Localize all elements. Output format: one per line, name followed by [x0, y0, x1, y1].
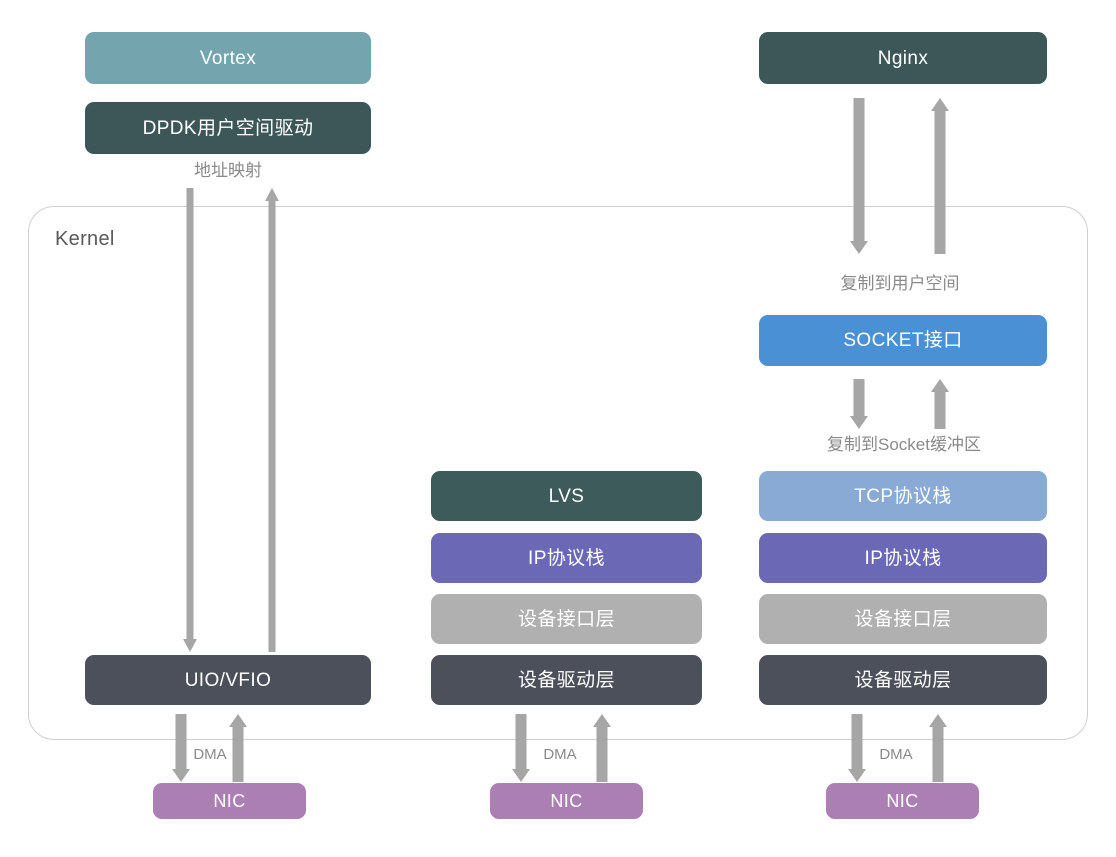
node-nic-middle[interactable]: NIC — [490, 783, 643, 819]
arrow-uio-to-nic — [171, 714, 191, 782]
kernel-label: Kernel — [55, 228, 115, 250]
arrow-devdriver-to-nic-middle — [511, 714, 531, 782]
node-vortex[interactable]: Vortex — [85, 32, 371, 84]
caption-address-mapping: 地址映射 — [194, 161, 262, 180]
node-device-interface-right[interactable]: 设备接口层 — [759, 594, 1047, 644]
node-device-interface-middle[interactable]: 设备接口层 — [431, 594, 702, 644]
node-nic-left[interactable]: NIC — [153, 783, 306, 819]
node-lvs[interactable]: LVS — [431, 471, 702, 521]
arrow-nic-to-devdriver-middle — [592, 714, 612, 782]
arrow-nic-to-devdriver-right — [928, 714, 948, 782]
node-uio-vfio[interactable]: UIO/VFIO — [85, 655, 371, 705]
node-ip-stack-middle[interactable]: IP协议栈 — [431, 533, 702, 583]
node-device-driver-middle[interactable]: 设备驱动层 — [431, 655, 702, 705]
node-device-driver-right[interactable]: 设备驱动层 — [759, 655, 1047, 705]
node-nic-right[interactable]: NIC — [826, 783, 979, 819]
caption-dma-left: DMA — [193, 746, 227, 763]
node-tcp-stack[interactable]: TCP协议栈 — [759, 471, 1047, 521]
arrow-socket-to-nginx — [930, 98, 950, 254]
caption-copy-to-socket-buffer: 复制到Socket缓冲区 — [827, 435, 981, 454]
kernel-boundary — [28, 206, 1088, 740]
node-nginx[interactable]: Nginx — [759, 32, 1047, 84]
arrow-dpdk-up — [264, 188, 280, 652]
node-socket-interface[interactable]: SOCKET接口 — [759, 315, 1047, 366]
caption-dma-middle: DMA — [543, 746, 577, 763]
arrow-socket-to-tcp — [849, 379, 869, 429]
arrow-devdriver-to-nic-right — [847, 714, 867, 782]
arrow-nic-to-uio — [228, 714, 248, 782]
node-ip-stack-right[interactable]: IP协议栈 — [759, 533, 1047, 583]
caption-copy-to-userspace: 复制到用户空间 — [840, 274, 960, 293]
arrow-tcp-to-socket — [930, 379, 950, 429]
arrow-nginx-to-socket — [849, 98, 869, 254]
arrow-dpdk-down — [182, 188, 198, 652]
caption-dma-right: DMA — [879, 746, 913, 763]
node-dpdk-userspace-driver[interactable]: DPDK用户空间驱动 — [85, 102, 371, 154]
